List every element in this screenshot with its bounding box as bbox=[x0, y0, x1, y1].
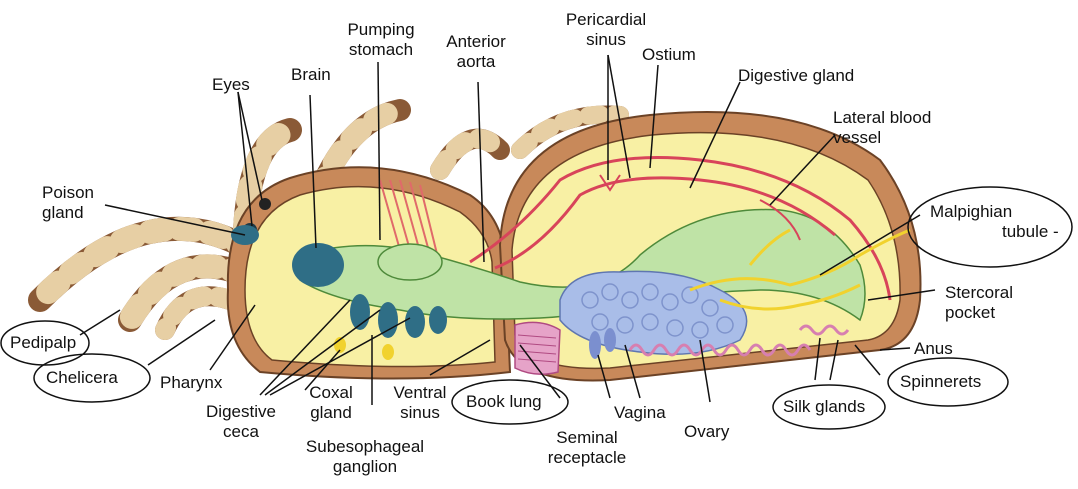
label-silk-glands: Silk glands bbox=[783, 397, 865, 417]
label-vagina: Vagina bbox=[614, 403, 666, 423]
label-pumping-stomach: Pumping stomach bbox=[336, 20, 426, 60]
label-ventral-sinus: Ventral sinus bbox=[380, 383, 460, 423]
label-ostium: Ostium bbox=[642, 45, 696, 65]
label-coxal-gland: Coxal gland bbox=[296, 383, 366, 423]
label-pharynx: Pharynx bbox=[160, 373, 222, 393]
label-anus: Anus bbox=[914, 339, 953, 359]
label-subesophageal-ganglion-line1: Subesophageal bbox=[290, 437, 440, 457]
label-subesophageal-ganglion-line2: ganglion bbox=[290, 457, 440, 477]
label-stercoral-pocket: Stercoral pocket bbox=[945, 283, 1013, 323]
label-seminal-receptacle-line2: receptacle bbox=[537, 448, 637, 468]
label-eyes: Eyes bbox=[212, 75, 250, 95]
label-poison-gland-line1: Poison bbox=[42, 183, 94, 203]
label-ventral-sinus-line2: sinus bbox=[380, 403, 460, 423]
eye bbox=[259, 198, 271, 210]
label-ovary: Ovary bbox=[684, 422, 729, 442]
brain-shape bbox=[292, 243, 344, 287]
label-spinnerets: Spinnerets bbox=[900, 372, 981, 392]
label-pericardial-sinus-line2: sinus bbox=[556, 30, 656, 50]
label-ventral-sinus-line1: Ventral bbox=[380, 383, 460, 403]
label-poison-gland-line2: gland bbox=[42, 203, 94, 223]
label-seminal-receptacle: Seminal receptacle bbox=[537, 428, 637, 468]
label-malpighian-tubule-line2: tubule - bbox=[930, 222, 1059, 242]
label-lateral-blood-vessel: Lateral blood vessel bbox=[833, 108, 931, 148]
label-stercoral-pocket-line1: Stercoral bbox=[945, 283, 1013, 303]
label-digestive-ceca-line1: Digestive bbox=[196, 402, 286, 422]
label-lateral-blood-vessel-line1: Lateral blood bbox=[833, 108, 931, 128]
label-subesophageal-ganglion: Subesophageal ganglion bbox=[290, 437, 440, 477]
label-book-lung: Book lung bbox=[466, 392, 542, 412]
label-malpighian-tubule: Malpighian tubule - bbox=[930, 202, 1059, 242]
label-digestive-ceca-line2: ceca bbox=[196, 422, 286, 442]
stomach-shape bbox=[378, 244, 442, 280]
pedipalp-leg bbox=[165, 296, 230, 330]
label-pumping-stomach-line1: Pumping bbox=[336, 20, 426, 40]
top-leg-3 bbox=[440, 139, 500, 170]
label-anterior-aorta-line2: aorta bbox=[436, 52, 516, 72]
label-pumping-stomach-line2: stomach bbox=[336, 40, 426, 60]
label-seminal-receptacle-line1: Seminal bbox=[537, 428, 637, 448]
label-digestive-gland: Digestive gland bbox=[738, 66, 854, 86]
label-stercoral-pocket-line2: pocket bbox=[945, 303, 1013, 323]
label-brain: Brain bbox=[291, 65, 331, 85]
label-malpighian-tubule-line1: Malpighian bbox=[930, 202, 1059, 222]
label-digestive-ceca: Digestive ceca bbox=[196, 402, 286, 442]
label-poison-gland: Poison gland bbox=[42, 183, 94, 223]
label-anterior-aorta: Anterior aorta bbox=[436, 32, 516, 72]
label-chelicera: Chelicera bbox=[46, 368, 118, 388]
label-pedipalp: Pedipalp bbox=[10, 333, 76, 353]
label-coxal-gland-line2: gland bbox=[296, 403, 366, 423]
label-pericardial-sinus-line1: Pericardial bbox=[556, 10, 656, 30]
label-pericardial-sinus: Pericardial sinus bbox=[556, 10, 656, 50]
label-lateral-blood-vessel-line2: vessel bbox=[833, 128, 931, 148]
label-coxal-gland-line1: Coxal bbox=[296, 383, 366, 403]
label-anterior-aorta-line1: Anterior bbox=[436, 32, 516, 52]
